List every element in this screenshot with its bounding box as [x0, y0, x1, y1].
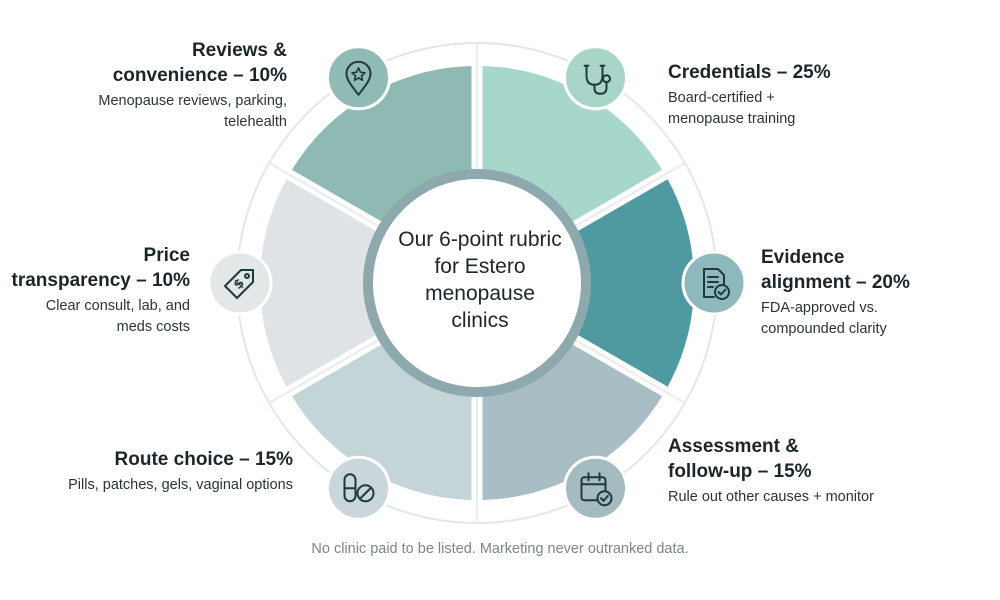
price-tag-icon: $ [207, 250, 273, 316]
price-title-line-1: Price [143, 245, 190, 266]
assessment-title: Assessment & follow-up – 15% [668, 434, 874, 484]
label-route: Route choice – 15% Pills, patches, gels,… [68, 447, 293, 496]
price-description: Clear consult, lab, and meds costs [12, 296, 190, 338]
route-description: Pills, patches, gels, vaginal options [68, 477, 293, 493]
assessment-title-line-1: Assessment & [668, 436, 799, 457]
label-reviews: Reviews & convenience – 10% Menopause re… [98, 38, 287, 133]
price-title: Price transparency – 10% [12, 243, 191, 293]
label-credentials: Credentials – 25% Board-certified + meno… [668, 60, 831, 130]
price-desc-line-2: meds costs [116, 319, 190, 335]
center-title: Our 6-point rubric for Estero menopause … [398, 228, 562, 332]
reviews-title: Reviews & convenience – 10% [98, 38, 287, 88]
evidence-title-line-1: Evidence [761, 247, 845, 268]
assessment-description: Rule out other causes + monitor [668, 489, 874, 505]
pill-icon [326, 455, 391, 521]
price-title-line-2: transparency – 10% [11, 270, 191, 291]
credentials-desc-line-1: Board-certified + [668, 90, 775, 106]
assessment-title-line-2: follow-up – 15% [668, 461, 812, 482]
document-check-icon [681, 250, 747, 316]
evidence-title-line-2: alignment – 20% [761, 272, 910, 293]
calendar-check-icon [563, 455, 628, 521]
credentials-desc-line-2: menopause training [668, 111, 796, 127]
evidence-desc-line-2: compounded clarity [761, 321, 887, 337]
reviews-desc-line-2: telehealth [224, 114, 287, 130]
spoke-line [268, 162, 381, 228]
reviews-desc-line-1: Menopause reviews, parking, [98, 93, 287, 109]
route-title: Route choice – 15% [114, 449, 293, 470]
reviews-title-line-2: convenience – 10% [112, 65, 287, 86]
price-desc-line-1: Clear consult, lab, and [45, 298, 190, 314]
footer-note: No clinic paid to be listed. Marketing n… [311, 541, 689, 557]
spoke-line [573, 338, 686, 404]
label-evidence: Evidence alignment – 20% FDA-approved vs… [761, 245, 910, 340]
credentials-title: Credentials – 25% [668, 62, 831, 83]
evidence-desc-line-1: FDA-approved vs. [761, 300, 878, 316]
reviews-title-line-1: Reviews & [191, 40, 287, 61]
center-disk [373, 179, 581, 387]
location-star-icon [326, 45, 391, 111]
stethoscope-icon [563, 45, 628, 111]
spoke-line [573, 162, 686, 228]
reviews-description: Menopause reviews, parking, telehealth [98, 91, 287, 133]
evidence-title: Evidence alignment – 20% [761, 245, 910, 295]
evidence-description: FDA-approved vs. compounded clarity [761, 298, 910, 340]
label-assessment: Assessment & follow-up – 15% Rule out ot… [668, 434, 874, 508]
credentials-description: Board-certified + menopause training [668, 88, 831, 130]
label-price: Price transparency – 10% Clear consult, … [12, 243, 191, 338]
spoke-line [268, 338, 381, 404]
